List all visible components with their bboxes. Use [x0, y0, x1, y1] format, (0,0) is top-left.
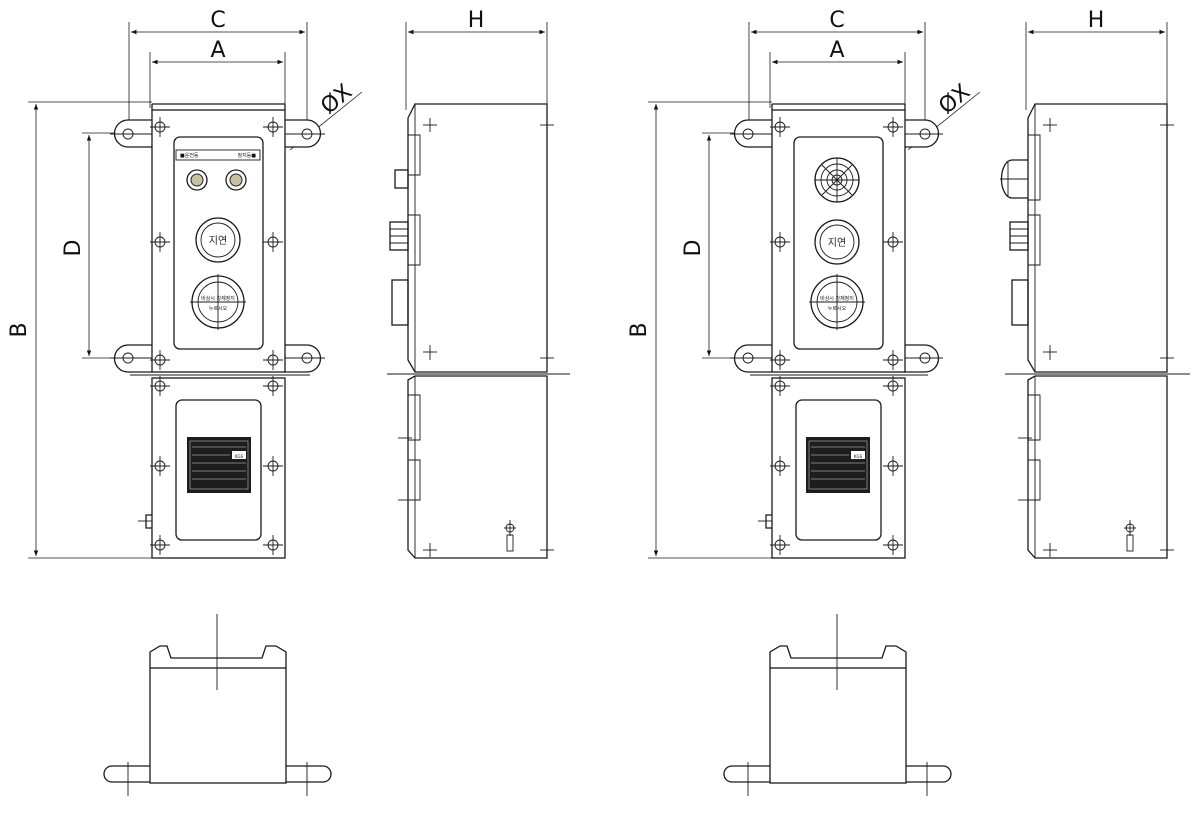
label-x-right: ØX	[934, 80, 975, 120]
emergency-label-1-right: 비상시 강제정지	[820, 295, 854, 302]
nameplate-left: KGS	[187, 437, 251, 493]
side-view-left: H	[387, 8, 570, 559]
dim-d-right: D	[681, 132, 750, 359]
lamp-label-stop: 정지등■	[237, 152, 256, 159]
side-view-right: H	[1000, 8, 1190, 559]
emergency-label-1-left: 비상시 강제정지	[201, 295, 235, 302]
label-a-left: A	[210, 38, 225, 63]
mount-ear-bottom-left	[110, 344, 325, 373]
emergency-label-2-left: 누르시오	[209, 306, 228, 312]
label-c-right: C	[829, 8, 844, 33]
label-b-right: B	[627, 322, 652, 337]
mount-ear-top-left	[110, 119, 325, 148]
dim-c-right: C	[748, 8, 926, 125]
label-d-right: D	[681, 240, 706, 257]
lamp-label-run: ■운전등	[180, 152, 199, 159]
mount-ear-top-right	[730, 119, 943, 148]
delay-button-label-right: 지연	[828, 237, 846, 249]
nameplate-logo-right: KGS	[854, 454, 863, 459]
delay-button-left: 지연	[195, 217, 241, 263]
dim-a-left: A	[149, 38, 286, 108]
label-x-left: ØX	[316, 80, 357, 120]
front-view-right: C A ØX B D	[627, 8, 981, 559]
dim-b-left: B	[7, 101, 152, 559]
cover-plate-upper-right	[793, 136, 884, 350]
dim-b-right: B	[627, 101, 772, 559]
emergency-button-left: 비상시 강제정지 누르시오	[190, 274, 246, 330]
front-view-left: C A ØX B D	[7, 8, 363, 559]
indicator-lamps-left	[186, 169, 247, 191]
lamp-label-strip-left	[175, 149, 261, 161]
emergency-button-right: 비상시 강제정지 누르시오	[809, 274, 865, 330]
label-d-left: D	[61, 240, 86, 257]
dim-a-right: A	[769, 38, 906, 108]
bottom-view-left	[103, 614, 332, 796]
dim-c-left: C	[128, 8, 308, 125]
delay-button-right: 지연	[814, 219, 860, 265]
bottom-view-right	[723, 614, 952, 796]
emergency-label-2-right: 누르시오	[828, 306, 847, 312]
nameplate-logo-left: KGS	[235, 454, 244, 459]
label-h-right: H	[1088, 8, 1105, 33]
nameplate-right: KGS	[806, 437, 870, 493]
dim-d-left: D	[61, 132, 130, 359]
delay-button-label-left: 지연	[209, 235, 227, 247]
label-h-left: H	[468, 8, 485, 33]
label-c-left: C	[210, 8, 225, 33]
buzzer-right	[814, 157, 860, 203]
label-b-left: B	[7, 322, 32, 337]
label-a-right: A	[829, 38, 844, 63]
